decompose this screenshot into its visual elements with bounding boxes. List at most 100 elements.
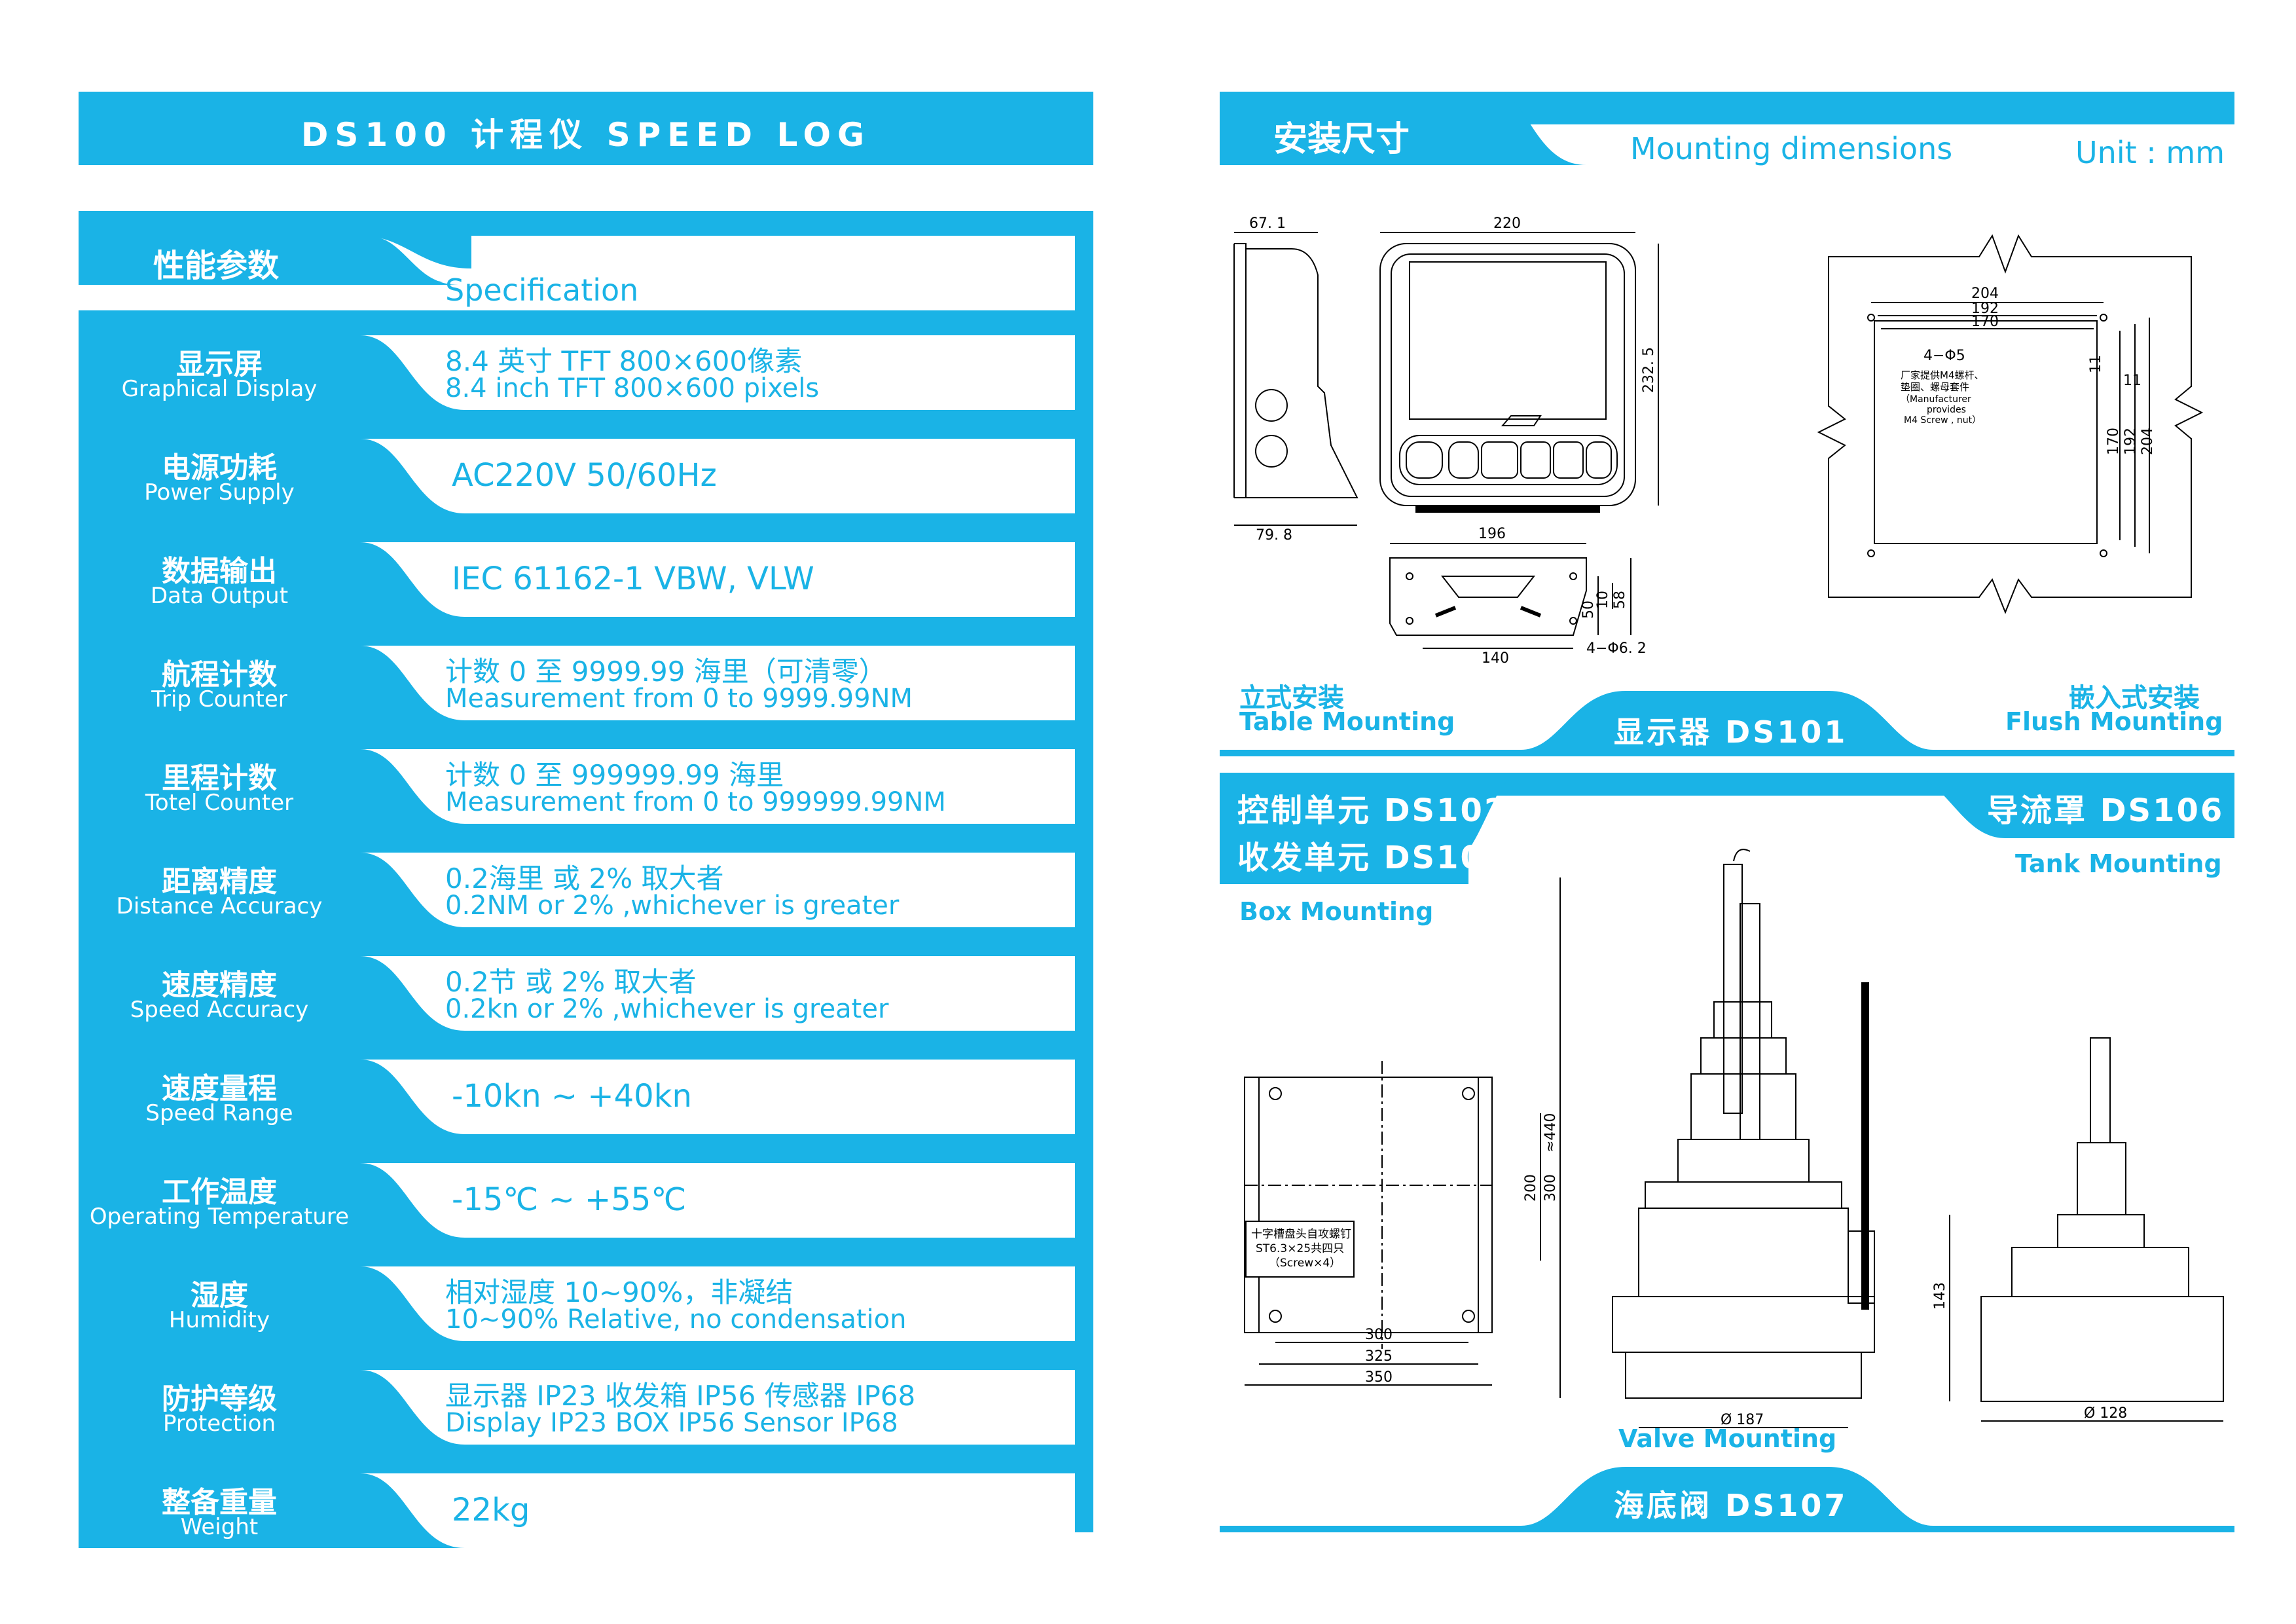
spec-label-en: Humidity (168, 1307, 270, 1333)
flush-mounting-en: Flush Mounting (2005, 707, 2223, 736)
valve-view: ≈440 Ø 187 (1542, 849, 1875, 1428)
spec-label-en: Power Supply (144, 479, 295, 506)
bracket-view: 196 140 50 10 58 4−Φ6. 2 (1389, 526, 1647, 667)
spec-label-cn: 数据输出 (162, 555, 277, 588)
spec-row-shape (79, 335, 1075, 410)
spec-value-line2: 10~90% Relative, no condensation (445, 1304, 907, 1335)
spec-heading-cn: 性能参数 (153, 248, 279, 284)
tank-view: 143 Ø 128 (1932, 1037, 2224, 1422)
box-unit-view: 十字槽盘头自攻螺钉 ST6.3×25共四只 （Screw×4） 300 325 … (1244, 1061, 1561, 1386)
spec-row-shape (79, 1163, 1075, 1238)
valve-mounting-en: Valve Mounting (1618, 1424, 1837, 1453)
tank-cn: 导流罩 DS106 (1987, 792, 2225, 829)
spec-value-line1: IEC 61162-1 VBW, VLW (452, 561, 814, 597)
spec-row-shape (79, 1060, 1075, 1134)
spec-label-cn: 里程计数 (162, 762, 277, 795)
table-mounting-en: Table Mounting (1239, 707, 1455, 736)
spec-row-shape (79, 749, 1075, 824)
spec-value-line2: Measurement from 0 to 999999.99NM (445, 787, 946, 817)
spec-label-cn: 防护等级 (162, 1382, 277, 1416)
dim-192: 192 (1971, 301, 1999, 317)
spec-label-cn: 航程计数 (162, 658, 277, 692)
valve-ds107-label: 海底阀 DS107 (1614, 1488, 1848, 1523)
spec-label-en: Speed Accuracy (130, 997, 309, 1023)
mounting-heading-cn: 安装尺寸 (1273, 120, 1410, 159)
spec-value-line1: AC220V 50/60Hz (452, 457, 717, 494)
spec-value-line1: 相对湿度 10~90%，非凝结 (445, 1276, 793, 1308)
spec-value-line2: 8.4 inch TFT 800×600 pixels (445, 373, 820, 403)
spec-row-shape (79, 1473, 1075, 1548)
tank-mounting-en: Tank Mounting (2015, 849, 2222, 878)
spec-label-cn: 工作温度 (162, 1175, 277, 1209)
ds101-divider (1220, 691, 2234, 756)
dim-232: 232. 5 (1641, 347, 1657, 393)
dim-50: 50 (1580, 600, 1597, 619)
flush-mounting-cn: 嵌入式安装 (2069, 683, 2200, 713)
flush-note-1: 厂家提供M4螺杆、 (1901, 369, 1984, 381)
spec-label-en: Protection (162, 1411, 276, 1437)
title-bar: DS100 计程仪 SPEED LOG (79, 92, 1093, 165)
spec-label-en: Trip Counter (151, 686, 287, 712)
spec-value-line1: -15℃ ~ +55℃ (452, 1181, 687, 1218)
spec-label-en: Distance Accuracy (116, 893, 323, 919)
display-front-view: 220 232. 5 (1379, 215, 1659, 513)
mounting-heading-en: Mounting dimensions (1630, 131, 1953, 166)
dim-11b: 11 (2123, 373, 2141, 389)
spec-value-line2: 0.2kn or 2% ,whichever is greater (445, 994, 889, 1024)
spec-row-shape (79, 853, 1075, 927)
spec-heading-en: Specification (445, 272, 639, 308)
spec-label-en: Speed Range (145, 1100, 293, 1126)
display-ds101-label: 显示器 DS101 (1614, 714, 1848, 750)
spec-label-en: Data Output (150, 583, 289, 609)
dim-196: 196 (1478, 526, 1506, 542)
spec-value-line1: 0.2节 或 2% 取大者 (445, 966, 697, 998)
spec-value-line1: -10kn ~ +40kn (452, 1078, 692, 1115)
spec-heading-row: 性能参数 Specification (79, 236, 1075, 310)
dim-box-300: 300 (1365, 1327, 1393, 1343)
screw-note-3: （Screw×4） (1269, 1257, 1341, 1270)
dim-170v: 170 (2105, 428, 2122, 455)
spec-row-shape (79, 439, 1075, 513)
box-cn-line2: 收发单元 DS103 (1237, 840, 1508, 876)
dim-440: ≈440 (1542, 1113, 1559, 1153)
dim-10: 10 (1595, 591, 1611, 609)
dim-192v: 192 (2123, 428, 2139, 455)
spec-row-shape (79, 542, 1075, 617)
spec-label-en: Totel Counter (145, 790, 294, 816)
flush-note-2: 垫圈、螺母套件 (1901, 381, 1969, 393)
spec-value-line1: 计数 0 至 9999.99 海里（可清零） (445, 655, 886, 688)
spec-value-line1: 8.4 英寸 TFT 800×600像素 (445, 345, 803, 377)
spec-value-line1: 22kg (452, 1492, 530, 1528)
spec-value-line2: 0.2NM or 2% ,whichever is greater (445, 891, 900, 921)
dim-128: Ø 128 (2084, 1405, 2127, 1422)
dim-box-325: 325 (1365, 1348, 1393, 1365)
spec-label-cn: 湿度 (191, 1279, 248, 1312)
display-side-view: 67. 1 79. 8 (1233, 215, 1358, 544)
box-mounting-en: Box Mounting (1239, 897, 1434, 926)
dim-220: 220 (1493, 215, 1521, 232)
flush-note-4: provides (1927, 405, 1966, 415)
dim-box-200: 200 (1523, 1174, 1539, 1202)
spec-label-en: Weight (180, 1514, 259, 1540)
spec-row-shape (79, 956, 1075, 1031)
dim-box-300v: 300 (1542, 1174, 1559, 1202)
spec-label-cn: 速度量程 (162, 1072, 277, 1105)
spec-label-cn: 速度精度 (162, 969, 277, 1002)
dim-204v: 204 (2140, 428, 2156, 455)
valve-divider (1220, 1467, 2234, 1532)
box-tank-header (1220, 773, 2234, 884)
dim-4phi5: 4−Φ5 (1923, 348, 1965, 364)
screw-note-2: ST6.3×25共四只 (1256, 1242, 1344, 1255)
dim-204: 204 (1971, 286, 1999, 302)
spec-label-en: Graphical Display (121, 376, 318, 402)
spec-label-cn: 整备重量 (162, 1486, 277, 1519)
spec-value-line1: 计数 0 至 999999.99 海里 (445, 759, 784, 791)
